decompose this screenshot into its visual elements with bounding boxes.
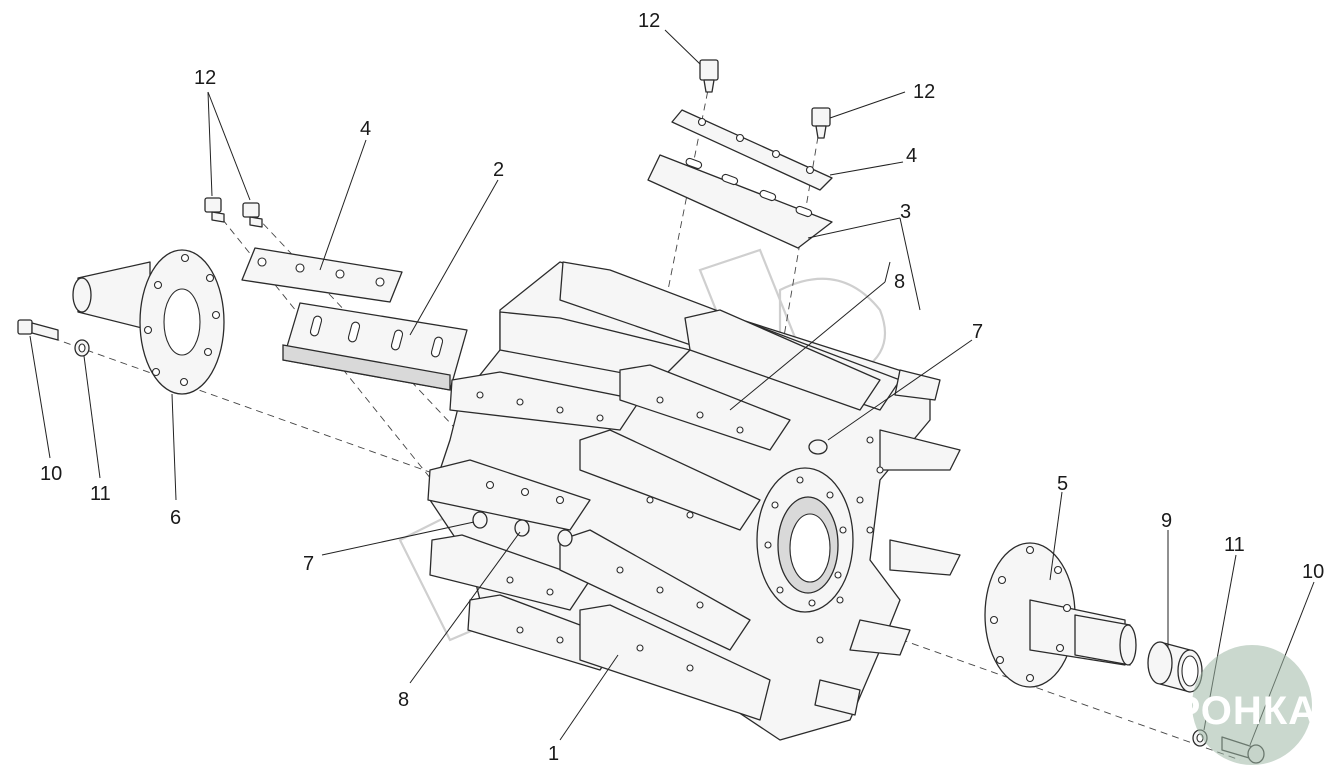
callout-6: 6 <box>170 507 181 529</box>
clamp-bar-4-right <box>671 109 833 191</box>
callout-8-top: 8 <box>894 271 905 293</box>
clamp-bar-4-left <box>241 247 403 303</box>
bolts-12-top <box>699 59 831 139</box>
callout-7-right: 7 <box>972 321 983 343</box>
callout-10-right: 10 <box>1302 561 1324 583</box>
callout-11-right: 11 <box>1224 534 1245 556</box>
callout-1: 1 <box>548 743 559 765</box>
callout-9: 9 <box>1161 510 1172 532</box>
bolts-12-left <box>204 197 263 228</box>
callout-4-left: 4 <box>360 118 371 140</box>
callout-10-left: 10 <box>40 463 62 485</box>
flange-shaft-5 <box>984 542 1137 688</box>
callout-12-right: 12 <box>913 81 935 103</box>
callout-7-left: 7 <box>303 553 314 575</box>
callout-12-left: 12 <box>194 67 216 89</box>
callout-5: 5 <box>1057 473 1068 495</box>
knife-2 <box>282 302 468 391</box>
bushing-9 <box>1147 641 1203 693</box>
brand-logo-text: АГРОНКА <box>1120 689 1318 733</box>
callout-2: 2 <box>493 159 504 181</box>
flange-shaft-6 <box>72 249 225 395</box>
washer-11-left <box>74 339 90 357</box>
brand-logo: АГРОНКА <box>1120 645 1318 765</box>
callout-12-top: 12 <box>638 10 660 32</box>
callout-11-left: 11 <box>90 483 111 505</box>
callout-3: 3 <box>900 201 911 223</box>
callout-8-bottom: 8 <box>398 689 409 711</box>
callout-labels: 12 12 12 4 4 2 3 8 7 10 11 6 7 8 1 5 9 1… <box>40 10 1324 765</box>
bolt-10-left <box>17 319 59 341</box>
drum-1 <box>427 261 961 741</box>
knife-3 <box>647 154 833 249</box>
callout-4-right: 4 <box>906 145 917 167</box>
